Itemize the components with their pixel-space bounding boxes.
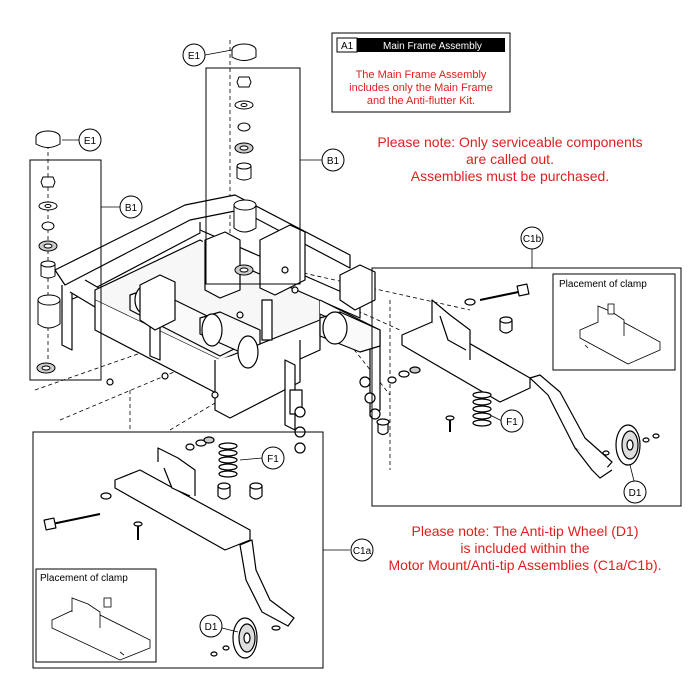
svg-text:E1: E1 [188,51,201,62]
svg-text:D1: D1 [205,622,218,633]
callout-c1a: C1a [350,538,374,562]
legend-line-1: The Main Frame Assembly [356,69,487,81]
callout-b1-left: B1 [119,195,143,219]
c1b-box [371,267,682,507]
c1a-inset-label: Placement of clamp [40,573,128,584]
callout-leaders [62,49,636,633]
legend-box: A1 Main Frame Assembly The Main Frame As… [331,32,511,113]
note-bottom-line-3: Motor Mount/Anti-tip Assemblies (C1a/C1b… [388,557,661,573]
callout-e1-left: E1 [78,128,102,152]
callout-f1-right: F1 [500,409,524,433]
spring-f1-left [218,442,238,478]
c1a-inset-drawing [51,597,151,661]
svg-text:B1: B1 [125,203,138,214]
anti-tip-wheel-left [210,617,281,659]
spring-f1-right [472,391,492,427]
note-top-line-1: Please note: Only serviceable components [377,134,642,150]
legend-line-3: and the Anti-flutter Kit. [367,95,475,107]
svg-text:C1b: C1b [523,234,542,245]
svg-text:C1a: C1a [353,546,372,557]
callout-e1-top: E1 [182,43,206,67]
c1b-inset-label: Placement of clamp [559,279,647,290]
anti-tip-wheel-right [602,424,660,466]
b1-center-box [205,67,301,285]
c1b-parts [376,283,660,479]
svg-text:F1: F1 [506,417,518,428]
svg-text:E1: E1 [84,136,97,147]
callout-f1-left: F1 [261,446,285,470]
b1-left-box [29,159,102,381]
legend-line-2: includes only the Main Frame [349,82,493,94]
legend-id: A1 [341,41,354,52]
callout-b1-center: B1 [321,148,345,172]
anti-tip-note: Please note: The Anti-tip Wheel (D1) is … [388,523,661,573]
note-bottom-line-2: is included within the [460,540,589,556]
legend-title: Main Frame Assembly [383,41,482,52]
main-frame [54,194,381,454]
c1a-parts [43,436,295,659]
svg-text:F1: F1 [267,454,279,465]
svg-text:D1: D1 [629,488,642,499]
b1-center-parts [231,43,257,276]
note-bottom-line-1: Please note: The Anti-tip Wheel (D1) [412,523,639,539]
b1-left-parts [35,130,61,374]
callout-d1-left: D1 [199,614,223,638]
callout-d1-right: D1 [623,480,647,504]
c1b-inset-drawing [579,303,661,365]
callout-c1b: C1b [520,226,544,250]
note-top-line-2: are called out. [466,151,554,167]
note-top-line-3: Assemblies must be purchased. [411,168,609,184]
svg-text:B1: B1 [327,156,340,167]
serviceable-note: Please note: Only serviceable components… [377,134,642,184]
